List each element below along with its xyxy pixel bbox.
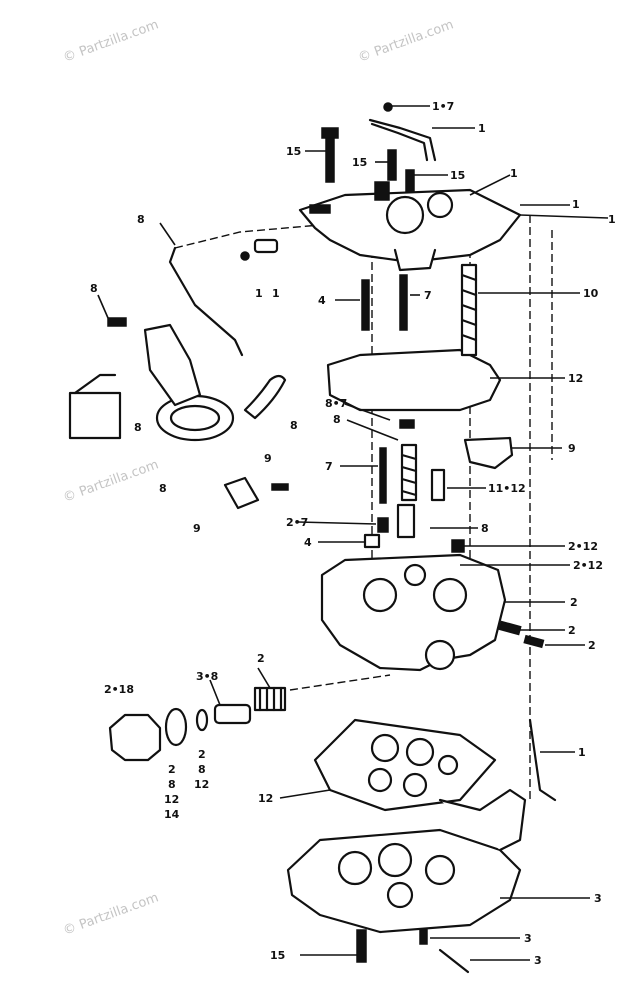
air-horn-gasket <box>326 348 502 412</box>
callout-1g: 1 <box>578 746 586 759</box>
callout-8f: 8 <box>159 482 167 495</box>
callout-12a: 12 <box>568 372 583 385</box>
callout-8a: 8 <box>137 213 145 226</box>
top-screws <box>321 127 415 193</box>
callout-2e: 2 <box>168 763 176 776</box>
callout-7a: 7 <box>424 289 432 302</box>
callout-8d: 8 <box>290 419 298 432</box>
callout-9c: 9 <box>193 522 201 535</box>
watermark-top-right: © Partzilla.com <box>356 17 455 65</box>
gasket-holes <box>367 733 459 798</box>
callout-1-7: 1•7 <box>432 100 454 113</box>
fuel-inlet-parts <box>108 686 287 762</box>
callout-2-12b: 2•12 <box>573 559 603 572</box>
watermark-bottom-left: © Partzilla.com <box>61 890 160 938</box>
float-bowl <box>320 553 545 672</box>
callout-8-7: 8•7 <box>325 397 347 410</box>
callout-labels: 1•7 1 15 15 15 1 1 1 8 1 1 4 7 10 8 12 8… <box>90 100 616 967</box>
callout-2d: 2 <box>257 652 265 665</box>
callout-15c: 15 <box>450 169 465 182</box>
leader-lines <box>97 105 609 961</box>
callout-1c: 1 <box>572 198 580 211</box>
callout-1f: 1 <box>272 287 280 300</box>
callout-7b: 7 <box>325 460 333 473</box>
throttle-body <box>286 718 557 934</box>
choke-linkage <box>368 102 437 162</box>
callout-15b: 15 <box>352 156 367 169</box>
pump-components <box>361 263 478 357</box>
callout-15a: 15 <box>286 145 301 158</box>
callout-2a: 2 <box>570 596 578 609</box>
callout-11-12: 11•12 <box>488 482 526 495</box>
callout-2b: 2 <box>568 624 576 637</box>
callout-8h: 8 <box>168 778 176 791</box>
watermark-middle-left: © Partzilla.com <box>61 457 160 505</box>
callout-14: 14 <box>164 808 180 821</box>
callout-1a: 1 <box>478 122 486 135</box>
callout-2-18: 2•18 <box>104 683 134 696</box>
small-clips <box>223 238 289 510</box>
callout-1d: 1 <box>608 213 616 226</box>
callout-2c: 2 <box>588 639 596 652</box>
metering-rods <box>363 419 465 553</box>
callout-2-7: 2•7 <box>286 516 308 529</box>
callout-12d: 12 <box>258 792 273 805</box>
watermark-top-left: © Partzilla.com <box>61 17 160 65</box>
callout-12c: 12 <box>194 778 209 791</box>
callout-1e: 1 <box>255 287 263 300</box>
callout-4b: 4 <box>304 536 312 549</box>
throttle-body-gasket <box>313 718 497 812</box>
choke-rod <box>168 246 244 357</box>
callout-8g: 8 <box>481 522 489 535</box>
callout-15d: 15 <box>270 949 285 962</box>
vacuum-hose <box>243 374 287 420</box>
air-horn <box>298 181 522 272</box>
callout-8b: 8 <box>90 282 98 295</box>
callout-12b: 12 <box>164 793 179 806</box>
callout-8e: 8 <box>333 413 341 426</box>
callout-10: 10 <box>583 287 599 300</box>
bottom-screws <box>356 929 470 974</box>
vacuum-break <box>68 317 235 442</box>
callout-1b: 1 <box>510 167 518 180</box>
callout-3c: 3 <box>534 954 542 967</box>
callout-8c: 8 <box>134 421 142 434</box>
callout-9a: 9 <box>568 442 576 455</box>
callout-2f: 2 <box>198 748 206 761</box>
float <box>463 436 514 470</box>
callout-8i: 8 <box>198 763 206 776</box>
callout-9b: 9 <box>264 452 272 465</box>
callout-3a: 3 <box>594 892 602 905</box>
callout-3b: 3 <box>524 932 532 945</box>
callout-3-8: 3•8 <box>196 670 218 683</box>
callout-4a: 4 <box>318 294 326 307</box>
callout-2-12a: 2•12 <box>568 540 598 553</box>
